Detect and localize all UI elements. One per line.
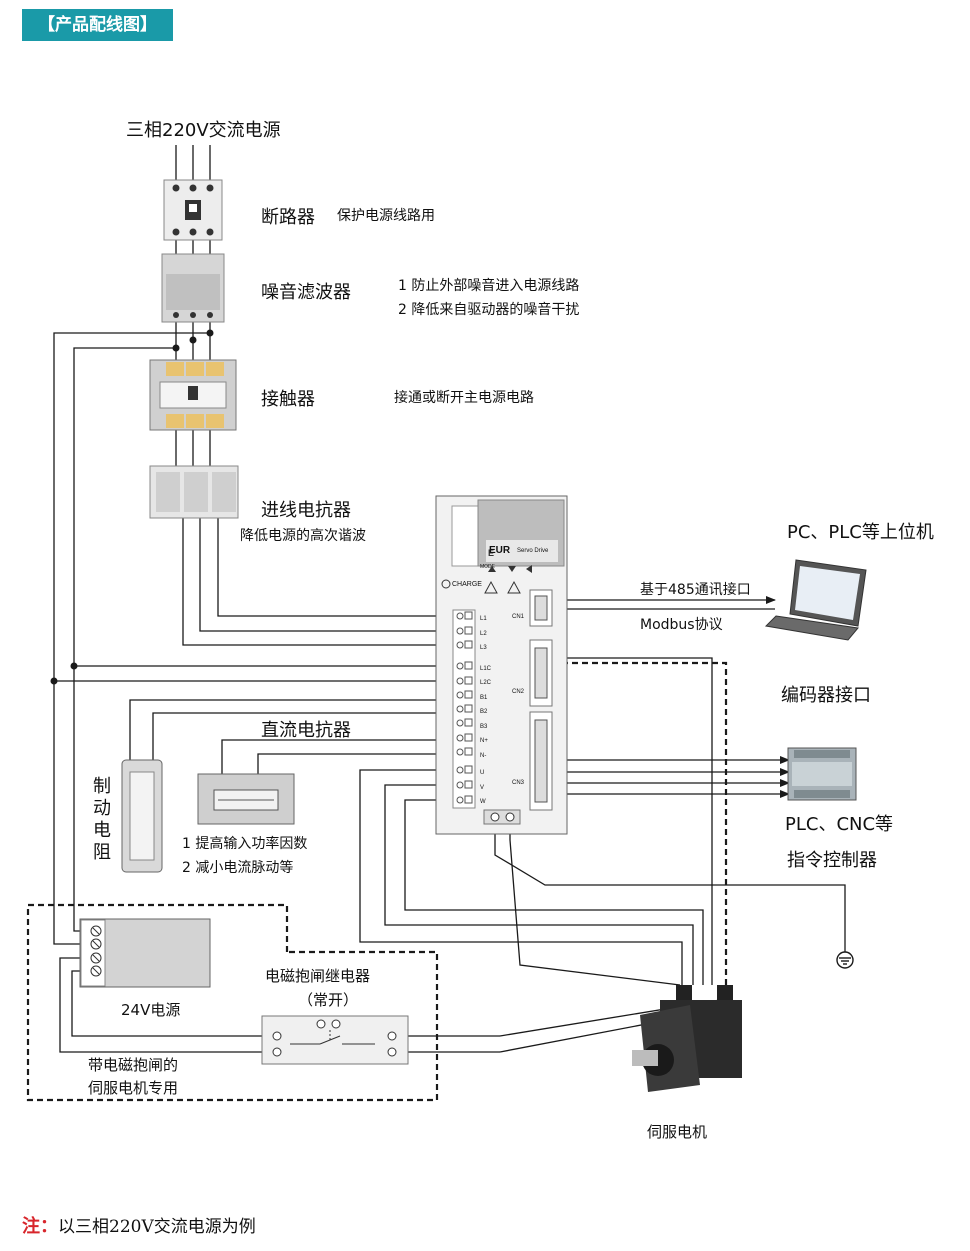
servo-motor-device	[632, 985, 742, 1092]
drive-subtitle: Servo Drive	[517, 548, 549, 554]
contactor-label: 接触器	[261, 389, 315, 410]
footnote: 注：以三相220V交流电源为例	[22, 1212, 256, 1238]
contactor-desc: 接通或断开主电源电路	[394, 390, 534, 406]
input-reactor-device	[149, 465, 239, 519]
terminal-label: L1	[480, 616, 487, 622]
terminal-label: L3	[480, 645, 487, 651]
svg-text:E: E	[488, 548, 494, 558]
terminal-labels: L1 L2 L3 L1C L2C B1 B2 B3 N+ N- U V W	[480, 612, 491, 810]
dc-reactor-label: 直流电抗器	[261, 720, 351, 741]
footnote-prefix: 注：	[22, 1216, 58, 1237]
servo-motor-label: 伺服电机	[647, 1123, 708, 1141]
brake-motor-note-2: 伺服电机专用	[88, 1079, 179, 1097]
breaker-desc: 保护电源线路用	[337, 208, 435, 224]
dc-reactor-desc-1: 1 提高输入功率因数	[182, 836, 308, 852]
modbus-label: Modbus协议	[640, 617, 723, 633]
contactor-device	[149, 359, 237, 431]
terminal-label: B1	[480, 694, 488, 701]
noise-filter-device	[161, 253, 225, 323]
terminal-label: B3	[480, 723, 488, 730]
terminal-label: L2C	[480, 680, 492, 686]
section-title-tab: 【产品配线图】	[22, 9, 173, 41]
noise-filter-desc-1: 1 防止外部噪音进入电源线路	[398, 278, 580, 294]
breaker-device	[163, 179, 223, 241]
input-reactor-desc: 降低电源的高次谐波	[240, 528, 366, 544]
port-cn3-label: CN3	[512, 780, 525, 786]
power-24v-device	[79, 918, 211, 988]
port-cn1-label: CN1	[512, 614, 525, 620]
breaker-label: 断路器	[261, 207, 315, 228]
brake-relay-device	[261, 1015, 409, 1065]
terminal-label: U	[480, 770, 485, 776]
brake-resistor-label: 制动电阻	[93, 776, 111, 863]
dc-reactor-desc-2: 2 减小电流脉动等	[182, 860, 294, 876]
comm-interface-label: 基于485通讯接口	[640, 582, 751, 598]
ground-symbol	[836, 951, 854, 969]
footnote-text: 以三相220V交流电源为例	[58, 1217, 256, 1237]
encoder-label: 编码器接口	[781, 685, 871, 706]
servo-drive-device: E	[435, 495, 568, 835]
drive-brand: EUR	[489, 545, 511, 556]
terminal-label: N-	[480, 752, 487, 759]
terminal-label: B2	[480, 709, 488, 715]
power-24v-label: 24V电源	[121, 1001, 181, 1019]
input-reactor-label: 进线电抗器	[261, 500, 351, 521]
terminal-label: W	[480, 799, 486, 805]
laptop-device	[764, 559, 867, 641]
plc-device	[787, 747, 857, 801]
controller-label-1: PLC、CNC等	[785, 814, 894, 835]
controller-label-2: 指令控制器	[787, 850, 877, 871]
drive-mode-label: MODE	[480, 564, 495, 570]
brake-motor-note-1: 带电磁抱闸的	[88, 1056, 179, 1074]
brake-relay-label-2: （常开）	[298, 991, 359, 1009]
brake-resistor-device	[121, 759, 163, 873]
terminal-label: V	[480, 784, 485, 791]
drive-charge-label: CHARGE	[452, 581, 482, 588]
terminal-label: L1C	[480, 665, 492, 672]
terminal-label: N+	[480, 738, 488, 744]
dc-reactor-device	[197, 773, 295, 825]
terminal-label: L2	[480, 630, 487, 637]
brake-relay-label-1: 电磁抱闸继电器	[265, 967, 371, 985]
noise-filter-desc-2: 2 降低来自驱动器的噪音干扰	[398, 302, 580, 318]
port-cn2-label: CN2	[512, 689, 525, 695]
noise-filter-label: 噪音滤波器	[261, 282, 351, 303]
pc-label: PC、PLC等上位机	[787, 522, 934, 543]
power-supply-label: 三相220V交流电源	[126, 120, 281, 141]
